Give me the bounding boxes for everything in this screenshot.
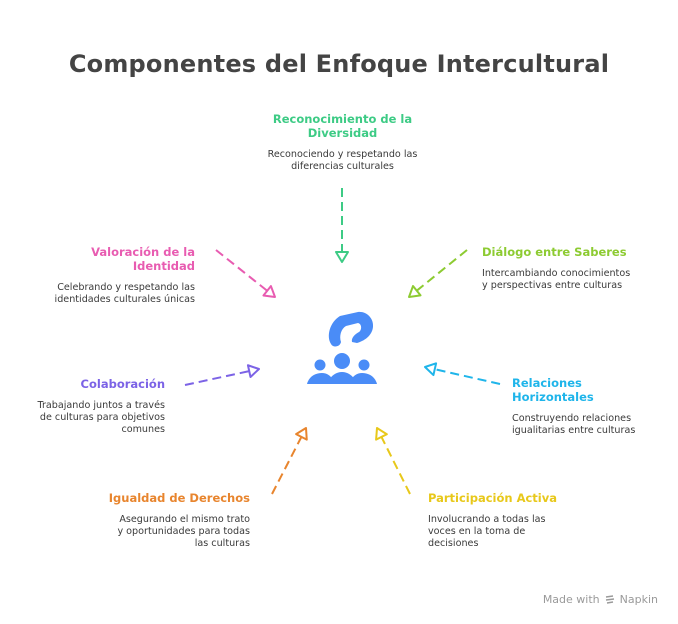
node-title: Colaboración xyxy=(20,377,165,391)
made-with-label: Made with xyxy=(542,593,600,606)
napkin-watermark[interactable]: Made with Napkin xyxy=(543,593,658,606)
arrow-head-icon-diversidad xyxy=(335,251,349,263)
node-title-line: Reconocimiento de la xyxy=(272,112,413,126)
arrow-head-icon-colaboracion xyxy=(246,364,260,378)
node-title-line: Relaciones xyxy=(512,376,582,390)
node-description-line: igualitarias entre culturas xyxy=(512,425,636,436)
node-title-line: Horizontales xyxy=(512,390,594,404)
person-body-center xyxy=(327,372,357,384)
node-title-line: Diversidad xyxy=(307,126,378,140)
node-description-line: voces en la toma de xyxy=(428,526,526,537)
node-description-line: comunes xyxy=(121,424,165,435)
arrow-line-relaciones xyxy=(434,368,501,385)
person-head-left xyxy=(314,359,326,371)
node-title: Diálogo entre Saberes xyxy=(482,245,652,259)
arrow-line-participacion xyxy=(380,436,411,495)
node-description-line: Celebrando y respetando las xyxy=(57,282,195,293)
node-description-line: Trabajando juntos a través xyxy=(37,400,165,411)
arrow-line-dialogo xyxy=(416,249,468,292)
node-title-line: Participación Activa xyxy=(428,491,558,505)
node-title-line: Valoración de la xyxy=(91,245,195,259)
arrow-line-colaboracion xyxy=(184,370,250,386)
node-description-line: Involucrando a todas las xyxy=(428,514,546,525)
node-description-line: y oportunidades para todas xyxy=(117,526,250,537)
node-description-line: decisiones xyxy=(428,538,479,549)
node-title-line: Identidad xyxy=(132,259,195,273)
node-description-line: Construyendo relaciones xyxy=(512,413,632,424)
node-title-line: Igualdad de Derechos xyxy=(108,491,250,505)
napkin-logo-icon xyxy=(605,594,614,604)
node-description-line: de culturas para objetivos xyxy=(39,412,165,423)
node-description-line: Intercambiando conocimientos xyxy=(482,268,631,279)
arrow-head-icon-igualdad xyxy=(295,427,308,441)
person-body-left xyxy=(307,373,333,384)
person-body-right xyxy=(351,373,377,384)
node-title-line: Colaboración xyxy=(80,377,165,391)
person-head-right xyxy=(358,359,370,371)
page-title: Componentes del Enfoque Intercultural xyxy=(68,50,610,78)
node-description-line: las culturas xyxy=(194,538,250,549)
node-description-line: identidades culturales únicas xyxy=(54,294,195,305)
node-title-line: Diálogo entre Saberes xyxy=(482,245,627,259)
arrow-line-igualdad xyxy=(271,436,303,495)
node-description-line: diferencias culturales xyxy=(291,161,394,172)
question-mark-icon xyxy=(328,311,374,347)
napkin-brand: Napkin xyxy=(619,593,658,606)
node-title: Participación Activa xyxy=(428,491,588,505)
node-description-line: Reconociendo y respetando las xyxy=(267,149,418,160)
center-icon xyxy=(307,311,377,384)
node-title: Igualdad de Derechos xyxy=(90,491,250,505)
person-head-center xyxy=(334,353,350,369)
node-description-line: y perspectivas entre culturas xyxy=(482,280,623,291)
node-description-line: Asegurando el mismo trato xyxy=(119,514,250,525)
arrow-head-icon-dialogo xyxy=(408,285,422,298)
arrow-head-icon-identidad xyxy=(262,285,276,298)
arrow-head-icon-relaciones xyxy=(424,362,438,377)
arrow-head-icon-participacion xyxy=(375,427,388,441)
arrow-line-identidad xyxy=(215,249,268,292)
